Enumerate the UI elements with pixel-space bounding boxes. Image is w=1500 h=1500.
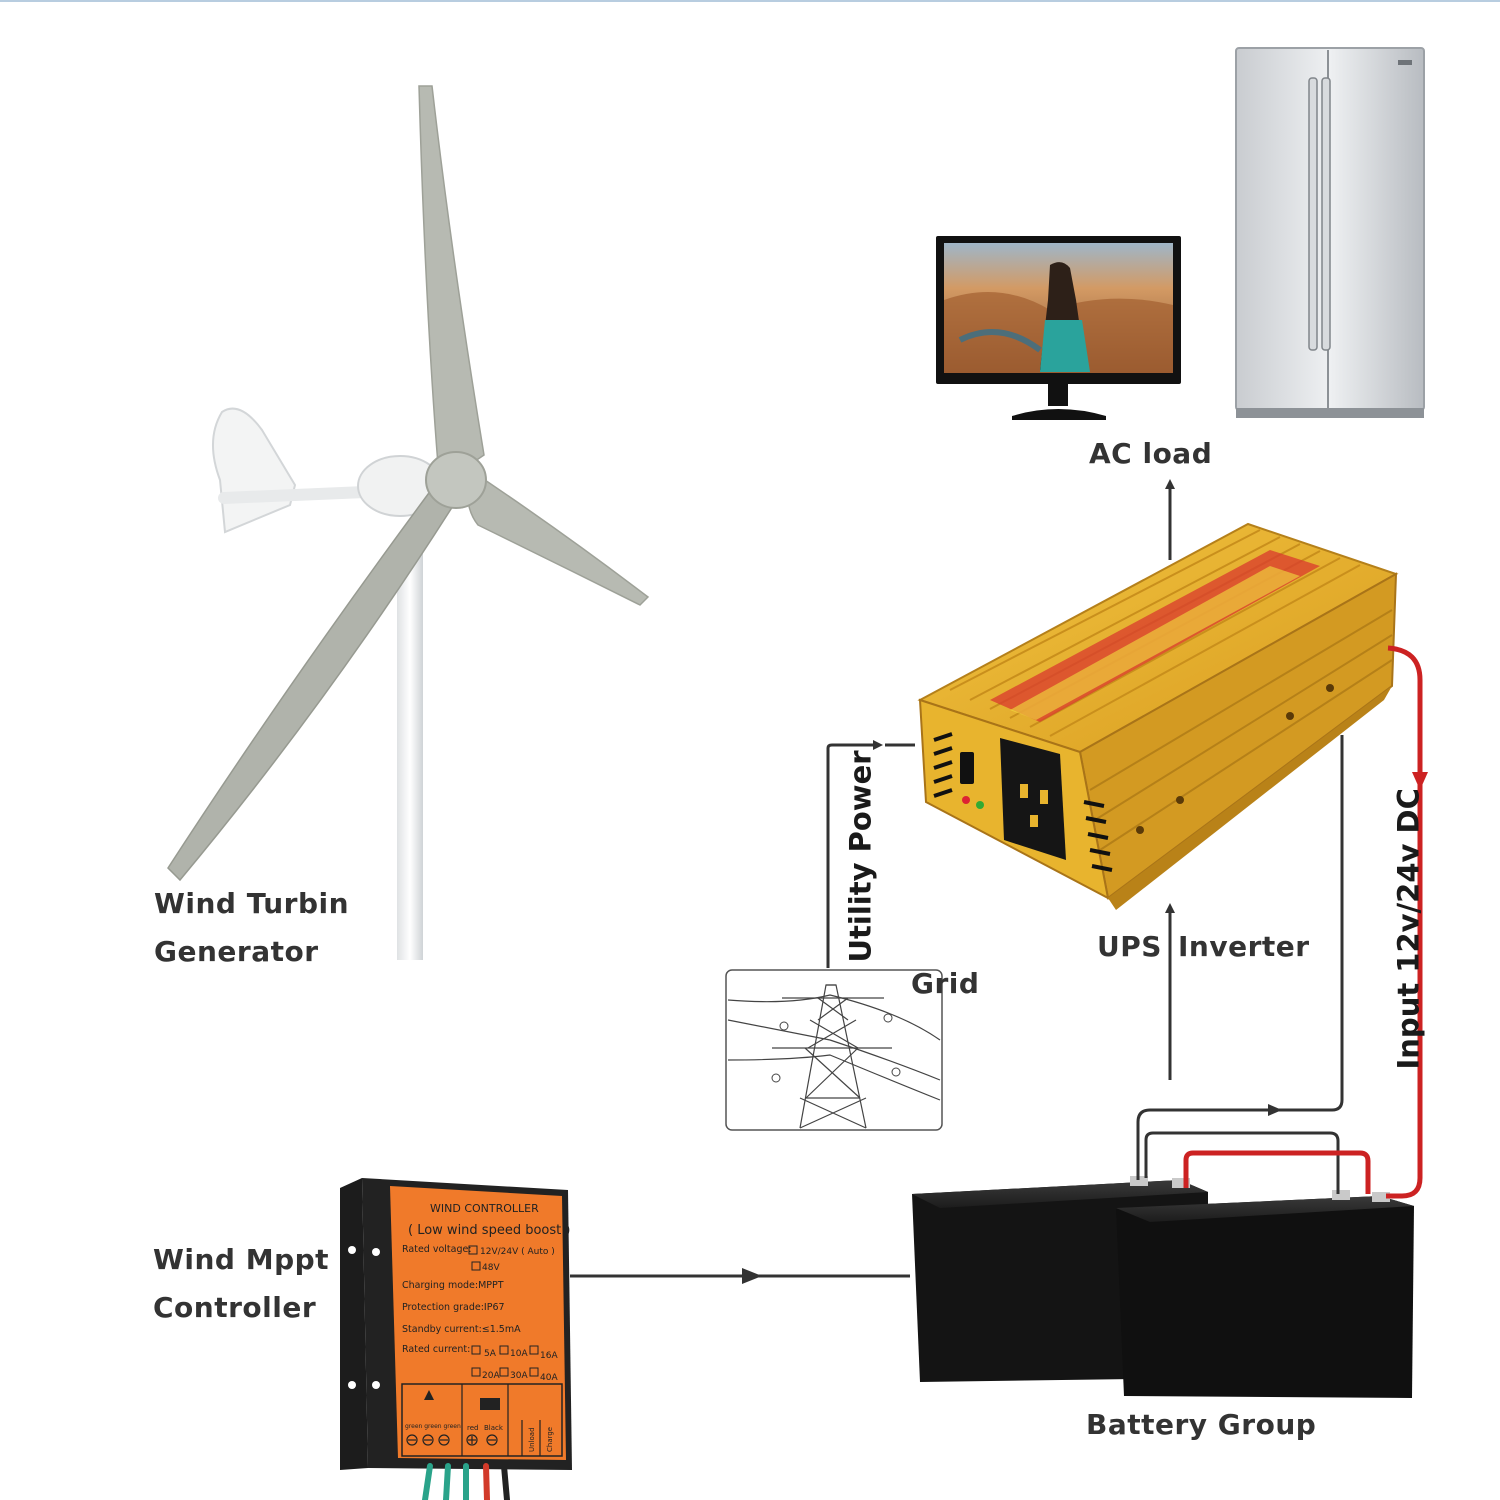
tv-monitor-image	[936, 236, 1181, 420]
controller-current-16a: 16A	[540, 1351, 558, 1361]
input-dc-label: Input 12v/24v DC	[1391, 788, 1426, 1070]
controller-rated-current: Rated current:	[402, 1344, 470, 1355]
controller-terminal-green: green green green	[405, 1423, 461, 1430]
controller-current-30a: 30A	[510, 1371, 528, 1381]
ups-inverter-image	[917, 522, 1399, 910]
wind-mppt-label-line2: Controller	[153, 1291, 317, 1324]
battery-group-label: Battery Group	[1086, 1408, 1317, 1441]
inverter-label: Inverter	[1178, 930, 1310, 963]
controller-subtitle: ( Low wind speed boost )	[408, 1223, 570, 1238]
turbine-blade-up	[418, 85, 485, 471]
ups-label: UPS	[1097, 930, 1162, 963]
wind-turbine-image	[167, 85, 650, 960]
controller-terminal-charge: Charge	[546, 1427, 554, 1452]
controller-current-20a: 20A	[482, 1371, 500, 1381]
inverter-positive-red-wire	[1386, 645, 1423, 1199]
turbine-blade-left	[167, 476, 459, 882]
controller-terminal-unload: Unload	[528, 1427, 536, 1452]
controller-terminal-red: red	[467, 1424, 478, 1432]
wind-mppt-label-line1: Wind Mppt	[153, 1243, 330, 1276]
controller-current-10a: 10A	[510, 1349, 528, 1359]
battery-series-black-wire	[1144, 1131, 1340, 1194]
wind-turbine-label-line2: Generator	[154, 935, 319, 968]
ac-load-label: AC load	[1089, 437, 1213, 470]
turbine-tail-vane	[211, 407, 297, 534]
controller-current-5a: 5A	[484, 1349, 497, 1359]
wind-turbine-label-line1: Wind Turbin	[154, 887, 350, 920]
grid-to-inverter-arrow	[826, 740, 883, 968]
grid-label: Grid	[911, 967, 980, 1000]
grid-image-frame	[725, 969, 943, 1131]
controller-voltage-option-1: 12V/24V ( Auto )	[480, 1247, 555, 1257]
controller-protection-grade: Protection grade:IP67	[402, 1302, 505, 1313]
controller-title: WIND CONTROLLER	[430, 1202, 539, 1215]
controller-standby-current: Standby current:≤1.5mA	[402, 1324, 521, 1335]
controller-panel	[390, 1186, 566, 1460]
wind-mppt-controller-label: Wind Mppt Controller	[153, 1236, 329, 1332]
turbine-hub	[425, 451, 487, 509]
inverter-to-battery-black-wire	[1136, 735, 1344, 1180]
wind-turbine-generator-label: Wind Turbin Generator	[154, 880, 349, 976]
utility-power-label: Utility Power	[843, 750, 878, 963]
controller-current-40a: 40A	[540, 1373, 558, 1383]
grid-pylon-image	[725, 969, 943, 1131]
wind-controller-image: WIND CONTROLLER ( Low wind speed boost )…	[340, 1178, 572, 1500]
turbine-blade-right	[466, 468, 650, 606]
controller-charging-mode: Charging mode:MPPT	[402, 1280, 504, 1291]
connection-lines	[570, 479, 1428, 1284]
controller-rated-voltage: Rated voltage:	[402, 1244, 472, 1255]
controller-terminal-black: Black	[484, 1424, 504, 1432]
battery-right-top	[1116, 1196, 1414, 1222]
battery-group-image	[912, 1176, 1414, 1398]
battery-left-top	[912, 1180, 1208, 1208]
battery-series-red-wire	[1183, 1150, 1371, 1194]
turbine-pole	[397, 540, 423, 960]
refrigerator-image	[1235, 47, 1425, 418]
controller-voltage-option-2: 48V	[482, 1263, 500, 1273]
